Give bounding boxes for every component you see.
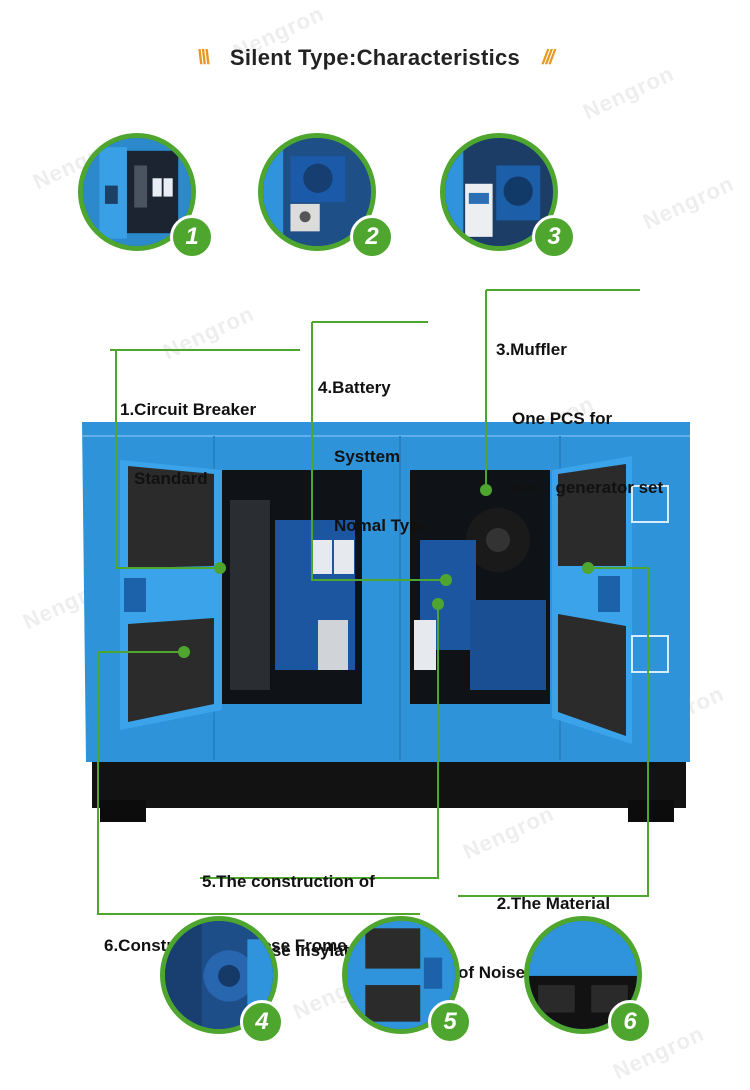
callout-battery: 4.Battery Systtem Nomal Type: [318, 378, 430, 535]
title-right-mark: ///: [542, 46, 555, 69]
leader-lines: [97, 289, 649, 915]
page-title: Silent Type:Characteristics: [229, 45, 521, 70]
detail-number-badge: 2: [350, 215, 394, 259]
leader-dots: [178, 484, 594, 658]
detail-number-badge: 5: [428, 1000, 472, 1044]
header: \\\ Silent Type:Characteristics ///: [0, 38, 750, 78]
title-left-mark: \\\: [197, 46, 210, 69]
callout-circuit-breaker: 1.Circuit Breaker Standard: [120, 400, 257, 488]
callout-muffler: 3.Muffler One PCS for each generator set: [496, 340, 664, 497]
detail-thumbnail-base-frame: [524, 916, 642, 1034]
detail-number-badge: 1: [170, 215, 214, 259]
detail-number-badge: 6: [608, 1000, 652, 1044]
base-frame: [92, 760, 686, 808]
detail-number-badge: 4: [240, 1000, 284, 1044]
base-frame-photo: [529, 921, 637, 1029]
detail-number-badge: 3: [532, 215, 576, 259]
